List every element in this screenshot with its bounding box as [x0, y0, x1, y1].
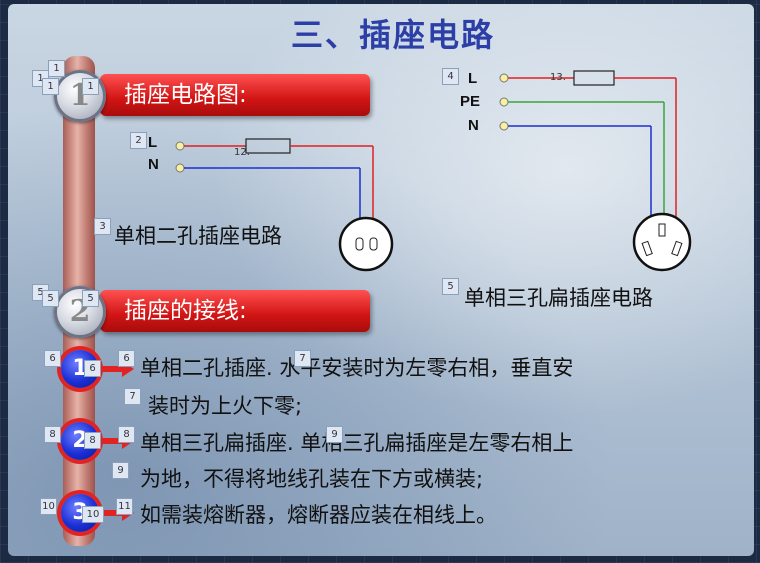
- animation-badge: 5: [42, 290, 59, 307]
- section-2-banner: 插座的接线:: [100, 290, 370, 332]
- animation-badge: 10: [82, 506, 104, 523]
- section-1-banner: 插座电路图:: [100, 74, 370, 116]
- bullet-1-line-1: 单相二孔插座. 水平安装时为左零右相，垂直安: [140, 356, 574, 380]
- animation-badge: 5: [442, 278, 459, 295]
- animation-badge: 7: [294, 350, 311, 367]
- animation-badge: 8: [118, 426, 135, 443]
- animation-badge: 6: [44, 350, 61, 367]
- three-hole-socket-diagram: [499, 70, 692, 272]
- animation-badge: 6: [84, 360, 101, 377]
- bullet-2-line-2: 为地，不得将地线孔装在下方或横装;: [140, 467, 484, 491]
- animation-badge: 10: [40, 498, 57, 515]
- animation-badge: 1: [82, 78, 99, 95]
- two-hole-socket-diagram: [175, 138, 394, 272]
- animation-badge: 1: [48, 60, 65, 77]
- fuse-tag-13: 13.: [550, 72, 566, 83]
- fuse-tag-12: 12.: [234, 147, 250, 158]
- animation-badge: 6: [118, 350, 135, 367]
- bullet-2-line-1: 单相三孔扁插座. 单相三孔扁插座是左零右相上: [140, 431, 574, 455]
- animation-badge: 11: [116, 498, 133, 515]
- animation-badge: 9: [112, 462, 129, 479]
- animation-badge: 3: [94, 218, 111, 235]
- animation-badge: 4: [442, 68, 459, 85]
- three-hole-caption: 单相三孔扁插座电路: [464, 286, 653, 310]
- wire-label-N: N: [148, 156, 159, 173]
- bullet-3-line-1: 如需装熔断器，熔断器应装在相线上。: [140, 503, 497, 527]
- wire-label-PE: PE: [460, 93, 481, 110]
- two-hole-caption: 单相二孔插座电路: [114, 224, 282, 248]
- slide-title: 三、插座电路: [290, 16, 495, 54]
- animation-badge: 8: [84, 432, 101, 449]
- wire-label-L: L: [468, 70, 478, 87]
- animation-badge: 1: [42, 78, 59, 95]
- bullet-1-line-2: 装时为上火下零;: [148, 394, 303, 418]
- wire-label-L: L: [148, 134, 158, 151]
- animation-badge: 9: [326, 426, 343, 443]
- animation-badge: 7: [124, 388, 141, 405]
- animation-badge: 5: [82, 290, 99, 307]
- animation-badge: 2: [130, 132, 147, 149]
- animation-badge: 8: [44, 426, 61, 443]
- wire-label-N: N: [468, 117, 479, 134]
- slide: 三、插座电路 插座电路图: 1 插座的接线: 2 1 2 3 L N: [8, 4, 754, 556]
